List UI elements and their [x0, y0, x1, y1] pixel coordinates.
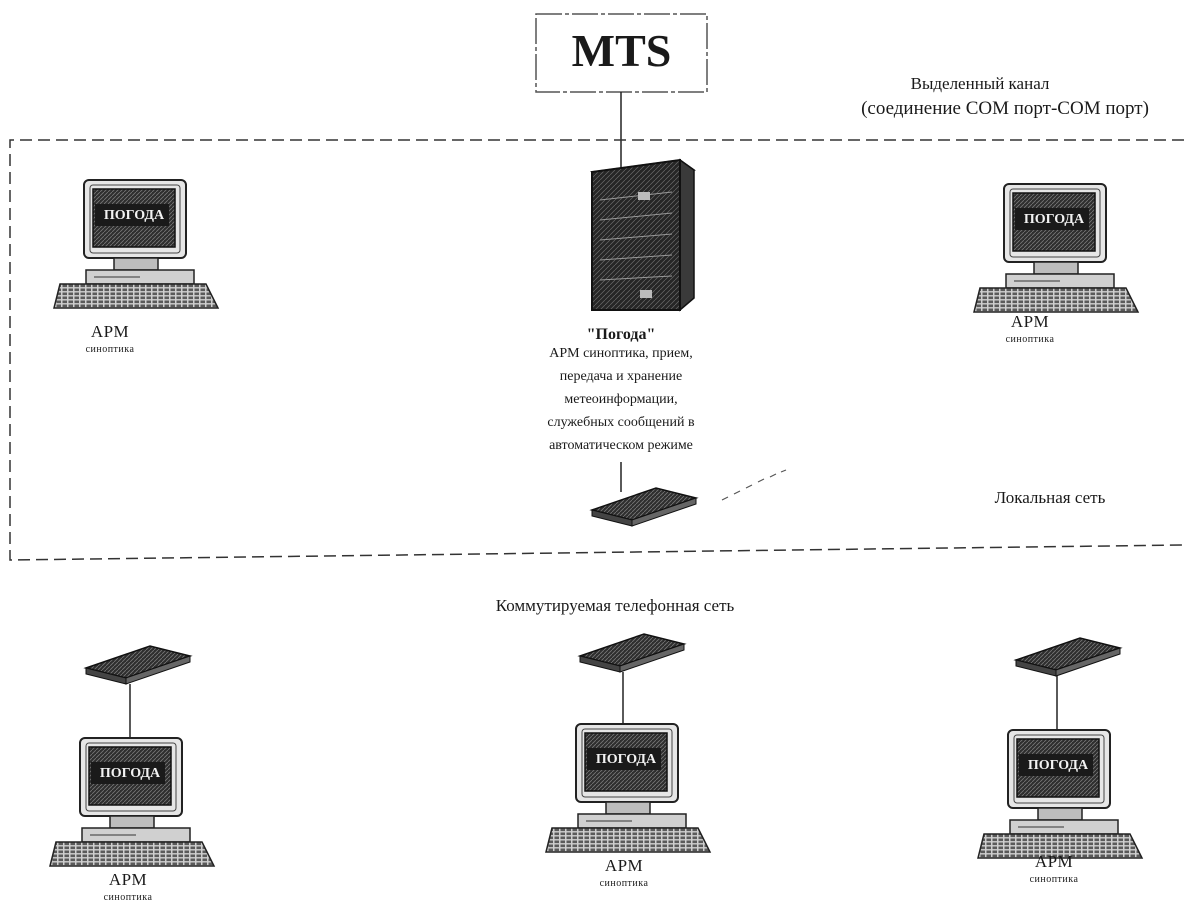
workstation-remote-right-icon	[977, 729, 1143, 859]
local-network-label: Локальная сеть	[994, 488, 1106, 507]
remote-center-modem-icon	[579, 633, 685, 673]
switched-network-label: Коммутируемая телефонная сеть	[495, 596, 735, 615]
server-description-line: автоматическом режиме	[549, 438, 693, 453]
workstation-sublabel: синоптика	[599, 878, 649, 889]
local-network-boundary	[9, 139, 1184, 561]
lan-modem-icon	[591, 487, 697, 527]
workstation-label: АРМ	[604, 856, 644, 875]
server-description-line: метеоинформации,	[564, 392, 678, 407]
workstation-lan-right-icon	[973, 183, 1139, 313]
workstation-label: АРМ	[1034, 852, 1074, 871]
dotted-link	[721, 469, 787, 501]
workstation-label: АРМ	[1010, 312, 1050, 331]
leased-channel-label-line2: (соединение COM порт-COM порт)	[861, 98, 1149, 119]
workstation-sublabel: синоптика	[1005, 334, 1055, 345]
mts-box	[535, 13, 708, 93]
workstation-remote-left-icon	[49, 737, 215, 867]
screen-text: ПОГОДА	[100, 766, 161, 781]
leased-channel-label-line1: Выделенный канал	[910, 74, 1050, 93]
server-description-line: АРМ синоптика, прием,	[549, 346, 693, 361]
server-title: "Погода"	[586, 326, 656, 343]
screen-text: ПОГОДА	[1028, 758, 1089, 773]
screen-text: ПОГОДА	[104, 208, 165, 223]
remote-right-modem-icon	[1015, 637, 1121, 677]
remote-left-modem-icon	[85, 645, 191, 685]
screen-text: ПОГОДА	[1024, 212, 1085, 227]
screen-text: ПОГОДА	[596, 752, 657, 767]
server-description-line: передача и хранение	[559, 369, 683, 384]
workstation-label: АРМ	[108, 870, 148, 889]
workstation-sublabel: синоптика	[1029, 874, 1079, 885]
workstation-lan-left-icon	[53, 179, 219, 309]
workstation-sublabel: синоптика	[103, 892, 153, 903]
workstation-sublabel: синоптика	[85, 344, 135, 355]
server-tower-icon	[590, 158, 696, 312]
workstation-remote-center-icon	[545, 723, 711, 853]
mts-label: MTS	[571, 25, 672, 76]
server-description-line: служебных сообщений в	[547, 415, 695, 430]
workstation-label: АРМ	[90, 322, 130, 341]
